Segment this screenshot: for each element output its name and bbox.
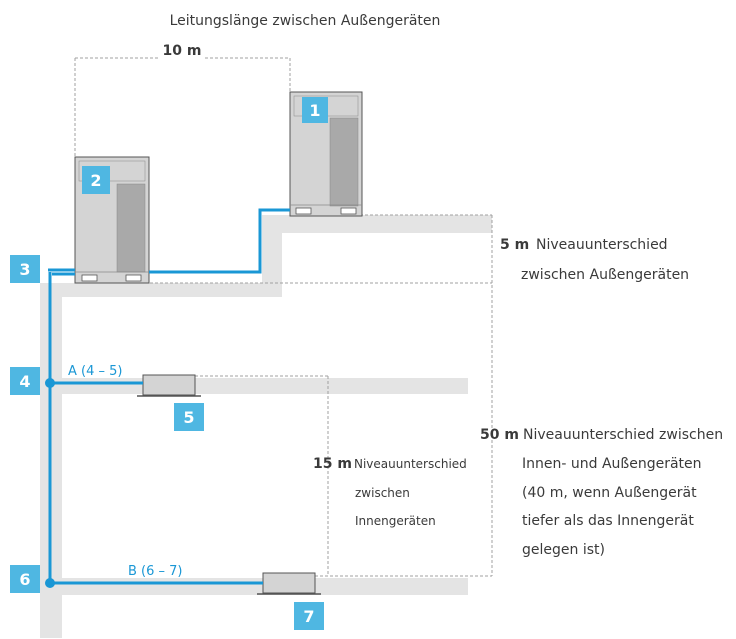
svg-text:7: 7 [303, 607, 314, 626]
outdoor-distance-bracket [74, 57, 291, 157]
dimension-lines [150, 214, 493, 577]
badge-5: 5 [174, 403, 204, 431]
total-level-line3: (40 m, wenn Außengerät [522, 485, 697, 501]
badge-3: 3 [10, 255, 40, 283]
total-level-line2: Innen- und Außengeräten [522, 456, 702, 472]
indoor-level-line3: Innengeräten [355, 514, 436, 528]
branch-point-6 [45, 578, 55, 588]
indoor-level-value: 15 m [313, 456, 352, 472]
pipe-label-b: B (6 – 7) [128, 564, 183, 579]
indoor-level-line2: zwischen [355, 486, 410, 500]
branch-point-4 [45, 378, 55, 388]
outdoor-level-line2: zwischen Außengeräten [521, 267, 689, 283]
pipe-label-a: A (4 – 5) [68, 364, 122, 379]
svg-text:6: 6 [19, 570, 30, 589]
indoor-unit-5 [137, 374, 201, 397]
badge-7: 7 [294, 602, 324, 630]
badge-1: 1 [302, 97, 328, 123]
total-level-value: 50 m [480, 427, 519, 443]
badge-6: 6 [10, 565, 40, 593]
outdoor-level-annotation: 5 m Niveauunterschied zwischen Außengerä… [500, 237, 689, 283]
indoor-unit-7 [257, 572, 321, 595]
svg-text:3: 3 [19, 260, 30, 279]
total-level-line4: tiefer als das Innengerät [522, 513, 694, 529]
svg-text:2: 2 [90, 171, 101, 190]
outdoor-distance-label: 10 m [163, 43, 202, 59]
svg-text:4: 4 [19, 372, 30, 391]
refrigerant-piping [48, 208, 290, 585]
badge-4: 4 [10, 367, 40, 395]
indoor-level-line1: Niveauunterschied [354, 457, 467, 471]
svg-text:5: 5 [183, 408, 194, 427]
diagram-title: Leitungslänge zwischen Außengeräten [170, 13, 441, 29]
badge-2: 2 [82, 166, 110, 194]
total-level-line5: gelegen ist) [522, 542, 605, 558]
total-level-annotation: 50 m Niveauunterschied zwischen Innen- u… [480, 427, 723, 558]
svg-text:1: 1 [309, 101, 320, 120]
indoor-level-annotation: 15 m Niveauunterschied zwischen Innenger… [313, 456, 467, 528]
outdoor-level-line1: Niveauunterschied [536, 237, 668, 253]
outdoor-level-value: 5 m [500, 237, 529, 253]
total-level-line1: Niveauunterschied zwischen [523, 427, 723, 443]
